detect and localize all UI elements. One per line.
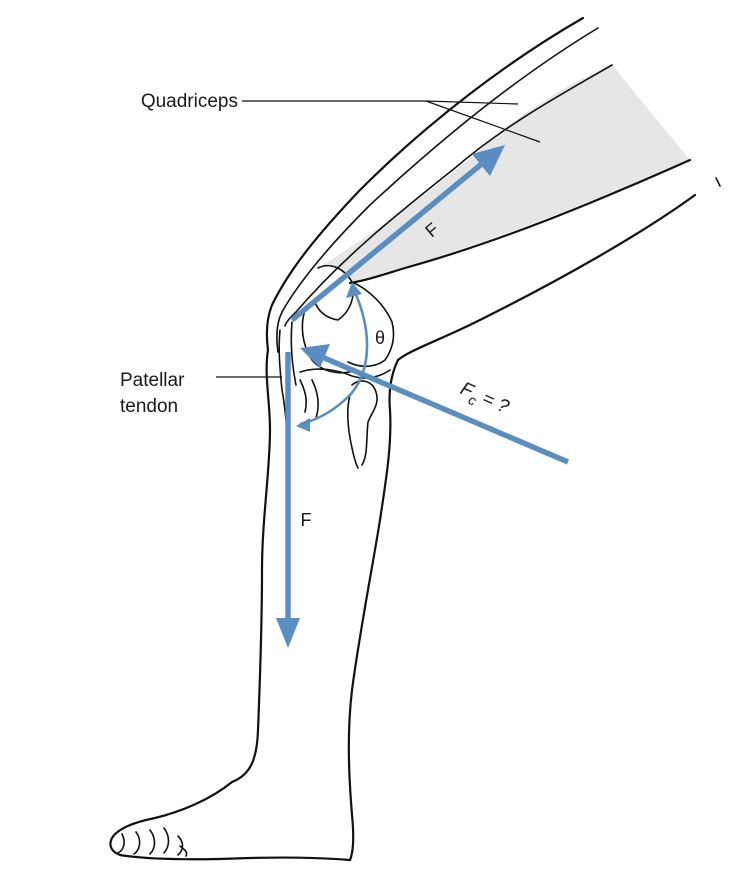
thigh-front-inner-outline xyxy=(276,27,599,353)
tendon-force-arrowhead xyxy=(276,618,300,648)
toes-outline xyxy=(117,827,184,856)
tibia-shaft-right xyxy=(347,394,359,469)
foot-outline xyxy=(109,780,352,862)
angle-arc xyxy=(299,289,369,426)
thigh-front-outline xyxy=(265,16,585,352)
angle-arc-head-bottom xyxy=(296,418,310,432)
quadriceps-force-vector xyxy=(290,159,486,323)
patellar-tendon-line-2 xyxy=(290,321,297,386)
ankle-line xyxy=(179,845,188,857)
calf-outline xyxy=(347,358,400,862)
thigh-back-outline xyxy=(396,193,697,362)
patella-front xyxy=(301,309,357,374)
angle-arc-head-top xyxy=(346,282,362,298)
fibula-head xyxy=(351,380,378,466)
quadriceps-upper-line xyxy=(284,64,613,327)
femur-end-outline xyxy=(347,281,395,368)
quadriceps-label: Quadriceps xyxy=(141,91,238,112)
joint-line xyxy=(299,368,391,379)
quadriceps-leader-branch-1 xyxy=(425,100,519,105)
contact-force-arrowhead xyxy=(300,344,330,368)
angle-label: θ xyxy=(375,328,385,348)
contact-force-vector xyxy=(320,354,570,465)
tendon-force-label: F xyxy=(301,510,312,530)
thigh-back-mark xyxy=(715,177,721,187)
patellar-tendon-label-line1: Patellar xyxy=(120,370,185,391)
patella-outline xyxy=(313,264,354,321)
quadriceps-force-arrowhead xyxy=(472,145,505,176)
shin-outline xyxy=(230,348,272,784)
quadriceps-leader-branch-2 xyxy=(425,100,541,143)
thigh-under-outline xyxy=(348,158,692,285)
quadriceps-muscle xyxy=(318,65,690,282)
tibia-head-left xyxy=(299,379,319,419)
patellar-tendon-label-line2: tendon xyxy=(120,396,178,417)
contact-force-rest: = ? xyxy=(474,386,512,418)
patellar-tendon-line-1 xyxy=(278,329,287,421)
